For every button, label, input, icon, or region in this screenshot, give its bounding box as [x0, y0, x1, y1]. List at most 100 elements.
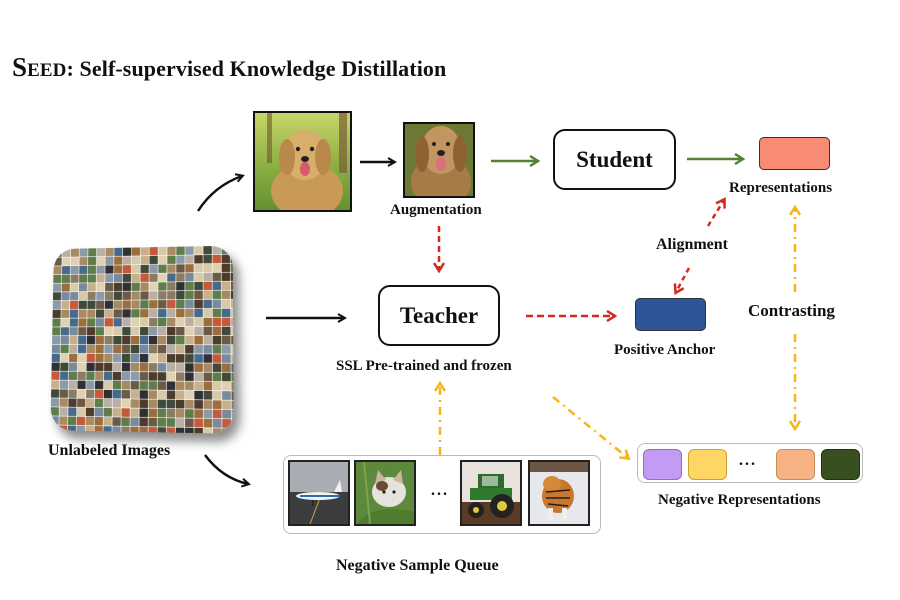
mosaic-tile	[95, 327, 105, 336]
mosaic-tile	[96, 300, 105, 309]
mosaic-tile	[176, 281, 185, 291]
mosaic-tile	[52, 309, 61, 318]
mosaic-tile	[130, 390, 140, 399]
mosaic-tile	[176, 335, 185, 345]
mosaic-tile	[70, 257, 79, 266]
mosaic-tile	[70, 248, 80, 257]
mosaic-tile	[158, 291, 167, 301]
mosaic-tile	[131, 336, 140, 345]
mosaic-tile	[221, 308, 231, 318]
mosaic-tile	[185, 290, 194, 300]
mosaic-tile	[148, 399, 158, 409]
mosaic-tile	[95, 353, 104, 363]
mosaic-tile	[166, 335, 176, 345]
mosaic-tile	[77, 398, 86, 408]
mosaic-tile	[157, 354, 167, 363]
mosaic-tile	[96, 256, 105, 266]
mosaic-tile	[87, 300, 96, 309]
mosaic-tile	[175, 381, 185, 391]
mosaic-tile	[122, 300, 131, 309]
mosaic-tile	[185, 255, 194, 264]
mosaic-tile	[221, 326, 231, 336]
mosaic-tile	[166, 408, 176, 418]
mosaic-tile	[87, 274, 96, 283]
mosaic-tile	[50, 398, 60, 407]
mosaic-tile	[167, 282, 176, 291]
mosaic-tile	[113, 274, 123, 283]
mosaic-tile	[59, 380, 69, 389]
queue-image-tractor	[460, 460, 522, 526]
mosaic-tile	[167, 264, 176, 273]
mosaic-tile	[69, 327, 78, 336]
mosaic-tile	[130, 362, 140, 372]
mosaic-tile	[78, 309, 87, 318]
title-first-letter: S	[12, 52, 28, 82]
mosaic-tile	[122, 256, 132, 265]
mosaic-tile	[121, 380, 131, 390]
mosaic-tile	[61, 292, 70, 301]
mosaic-tile	[194, 372, 203, 382]
mosaic-tile	[194, 272, 203, 282]
representations-label: Representations	[729, 180, 833, 196]
mosaic-tile	[185, 354, 194, 363]
mosaic-tile	[157, 326, 167, 336]
mosaic-tile	[77, 371, 86, 381]
mosaic-tile	[139, 417, 148, 427]
mosaic-tile	[184, 281, 194, 290]
mosaic-tile	[68, 416, 77, 426]
mosaic-tile	[221, 254, 231, 264]
negative-representation-2	[688, 449, 727, 480]
mosaic-tile	[122, 309, 131, 318]
mosaic-tile	[62, 266, 71, 275]
mosaic-tile	[166, 354, 176, 363]
mosaic-tile	[61, 318, 70, 327]
mosaic-tile	[104, 353, 113, 363]
contrasting-label: Contrasting	[748, 301, 835, 320]
mosaic-tile	[148, 363, 158, 372]
mosaic-tile	[194, 299, 203, 309]
mosaic-tile	[202, 254, 212, 263]
student-node: Student	[553, 129, 676, 190]
mosaic-tile	[86, 380, 95, 390]
mosaic-tile	[95, 336, 104, 345]
airplane-photo-icon	[290, 462, 348, 524]
mosaic-tile	[52, 336, 61, 345]
mosaic-tile	[77, 389, 86, 399]
mosaic-tile	[211, 245, 221, 254]
mosaic-tile	[157, 372, 167, 381]
mosaic-tile	[51, 362, 60, 371]
mosaic-tile	[157, 399, 167, 409]
mosaic-tile	[68, 407, 77, 417]
mosaic-tile	[149, 247, 158, 256]
augmented-dog-photo-icon	[405, 124, 473, 196]
mosaic-tile	[68, 362, 78, 372]
mosaic-tile	[131, 264, 140, 274]
mosaic-tile	[212, 363, 222, 373]
mosaic-tile	[96, 274, 105, 283]
mosaic-tile	[194, 317, 203, 327]
mosaic-tile	[78, 318, 87, 327]
mosaic-tile	[60, 327, 70, 336]
mosaic-tile	[122, 353, 131, 363]
mosaic-tile	[185, 345, 194, 354]
mosaic-tile	[148, 427, 157, 434]
mosaic-tile	[104, 327, 113, 336]
mosaic-tile	[69, 353, 78, 363]
mosaic-tile	[157, 335, 167, 345]
mosaic-tile	[86, 389, 95, 399]
mosaic-tile	[221, 281, 231, 291]
mosaic-tile	[105, 256, 114, 265]
mosaic-tile	[103, 407, 112, 417]
mosaic-tile	[113, 336, 122, 345]
mosaic-tile	[103, 426, 112, 434]
mosaic-tile	[122, 327, 131, 336]
mosaic-tile	[78, 336, 87, 345]
mosaic-tile	[167, 326, 176, 336]
mosaic-tile	[158, 246, 167, 256]
mosaic-tile	[176, 345, 185, 354]
mosaic-tile	[79, 248, 88, 257]
mosaic-tile	[130, 426, 139, 434]
mosaic-tile	[148, 345, 158, 354]
unlabeled-images-label: Unlabeled Images	[48, 442, 171, 459]
mosaic-tile	[166, 418, 176, 427]
